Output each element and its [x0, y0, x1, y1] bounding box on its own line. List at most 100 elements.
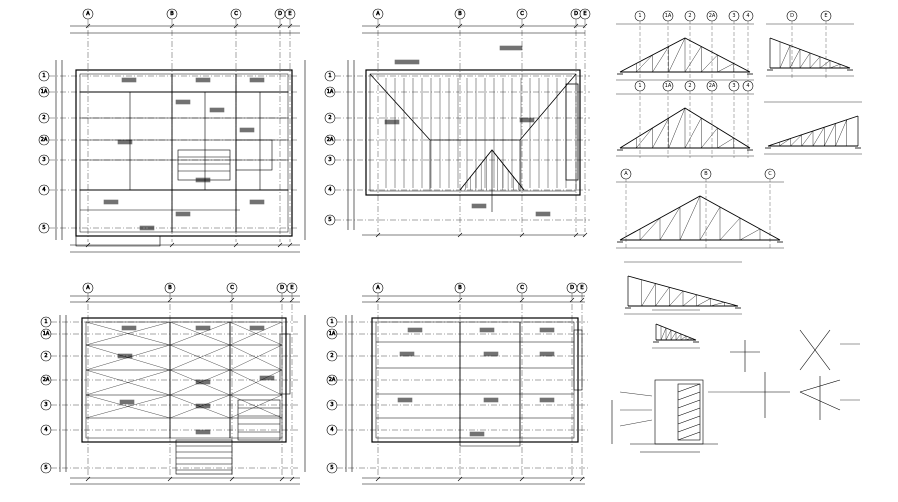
grid-bubble-label: 2: [42, 115, 45, 121]
grid-bubble-C: C: [226, 282, 238, 294]
grid-bubble-label: 4: [42, 187, 45, 193]
beam-tag: [119, 399, 135, 405]
grid-bubble-circle: [324, 134, 336, 146]
grid-bubble-label: E: [580, 285, 583, 291]
grid-lines: [335, 19, 590, 232]
grid-bubble-2: 2: [38, 112, 50, 124]
beam-tag: [397, 397, 413, 403]
grid-bubble-label: A: [624, 171, 628, 177]
grid-bubble-label: 5: [328, 217, 331, 223]
grid-bubble-label: B: [168, 285, 172, 291]
grid-bubble-circle: [326, 462, 338, 474]
grid-bubble-B: B: [454, 8, 466, 20]
grid-bubble-label: 2: [688, 13, 691, 19]
beam-tag: [117, 139, 133, 145]
dim-tick: [169, 23, 175, 29]
beam-tag: [195, 403, 211, 409]
grid-bubble-label: 1: [42, 73, 45, 79]
dim-tick: [579, 297, 585, 303]
dim-tick: [375, 476, 381, 482]
grid-bubble-D: D: [274, 8, 286, 20]
grid-bubble-B: B: [454, 282, 466, 294]
dim-tick: [582, 232, 588, 238]
dim-tick: [277, 23, 283, 29]
grid-bubble-label: 2A: [41, 137, 48, 143]
grid-bubble-circle: [326, 374, 338, 386]
grid-bubble-circle: [728, 10, 740, 22]
grid-bubble-1: 1: [38, 70, 50, 82]
grid-bubble-C: C: [516, 282, 528, 294]
grid-bubble-circle: [40, 350, 52, 362]
truss-web-diagonal: [717, 137, 734, 149]
truss-grid-bubble-3: 3: [728, 80, 740, 92]
truss-web-diagonal: [652, 46, 669, 73]
beam-tag: [483, 351, 499, 357]
truss-web-diagonal: [717, 63, 734, 73]
truss-web-diagonal: [680, 335, 687, 341]
grid-bubble-label: A: [376, 11, 380, 17]
beam-tag: [407, 327, 423, 333]
grid-bubble-circle: [38, 184, 50, 196]
grid-bubble-circle: [516, 8, 528, 20]
grid-bubble-circle: [40, 424, 52, 436]
dim-tick: [167, 297, 173, 303]
grid-bubble-circle: [728, 80, 740, 92]
grid-bubble-circle: [786, 10, 798, 22]
beam-tag: [394, 59, 420, 65]
grid-bubble-1: 1: [326, 316, 338, 328]
grid-bubble-circle: [226, 282, 238, 294]
grid-bubble-C: C: [516, 8, 528, 20]
truss-grid-bubble-D: D: [786, 10, 798, 22]
truss-web-diagonal: [696, 298, 711, 307]
grid-bubble-label: C: [768, 171, 772, 177]
grid-bubble-label: D: [280, 285, 284, 291]
truss-web-diagonal: [639, 217, 661, 241]
grid-bubble-circle: [38, 112, 50, 124]
grid-bubble-label: B: [458, 11, 462, 17]
grid-bubble-3: 3: [40, 399, 52, 411]
truss-web-diagonal: [799, 52, 811, 69]
beam-tag: [499, 45, 523, 51]
grid-bubble-circle: [579, 8, 591, 20]
dim-tick: [569, 297, 575, 303]
truss-grid-bubble-C: C: [764, 168, 776, 180]
grid-bubble-label: E: [583, 11, 586, 17]
grid-bubble-1A: 1A: [40, 328, 52, 340]
dim-tick: [457, 476, 463, 482]
truss-web-diagonal: [684, 117, 702, 149]
grid-bubble-2: 2: [326, 350, 338, 362]
grid-bubble-1A: 1A: [326, 328, 338, 340]
beam-tag: [117, 353, 133, 359]
truss-grid-bubble-1A: 1A: [662, 80, 674, 92]
grid-bubble-circle: [324, 214, 336, 226]
truss-web-diagonal: [641, 283, 656, 307]
dim-tick: [233, 242, 239, 248]
truss-web-diagonal: [739, 228, 761, 241]
truss-web-diagonal: [779, 138, 791, 147]
grid-bubble-2A: 2A: [40, 374, 52, 386]
dim-tick: [582, 23, 588, 29]
grid-bubble-label: B: [458, 285, 462, 291]
truss-web-diagonal: [684, 46, 702, 73]
grid-bubble-circle: [166, 8, 178, 20]
grid-bubble-circle: [764, 168, 776, 180]
dim-tick: [519, 23, 525, 29]
truss-7-elevation: [652, 309, 700, 349]
beam-tag: [139, 225, 155, 231]
beam-tag: [195, 77, 211, 83]
grid-bubble-circle: [326, 399, 338, 411]
dim-tick: [287, 23, 293, 29]
dimension-ticks: [375, 297, 585, 482]
grid-bubble-label: 4: [330, 427, 333, 433]
grid-bubble-label: C: [234, 11, 238, 17]
grid-bubble-1: 1: [324, 70, 336, 82]
grid-bubble-A: A: [82, 8, 94, 20]
brace: [229, 394, 283, 419]
dim-tick: [287, 242, 293, 248]
grid-bubble-circle: [634, 80, 646, 92]
grid-bubble-circle: [742, 80, 754, 92]
grid-bubble-circle: [706, 80, 718, 92]
grid-bubble-label: B: [704, 171, 708, 177]
